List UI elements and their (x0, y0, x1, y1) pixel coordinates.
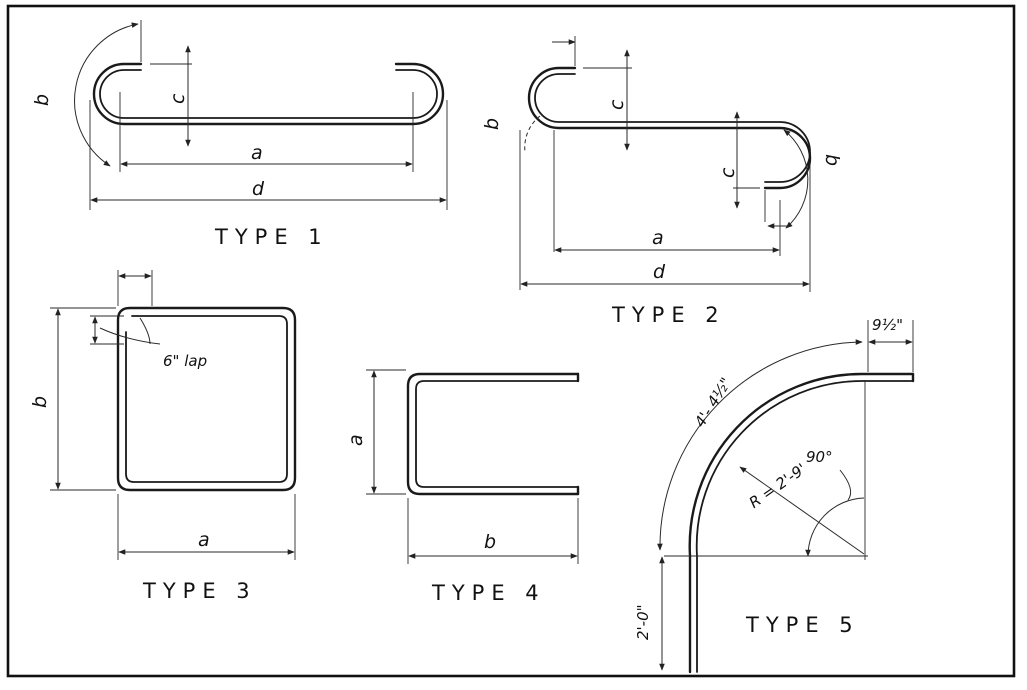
type2-label-c-bottom: c (717, 167, 739, 178)
type3-lap-note: 6" lap (163, 352, 207, 370)
type1-label-b: b (31, 94, 53, 106)
type3-label-a: a (198, 529, 210, 551)
type2-label-d: d (653, 261, 666, 283)
type5-arc-length: 4'- 4½" (691, 374, 735, 430)
type3-label-b: b (29, 396, 51, 408)
type4-bar (406, 372, 580, 496)
type5-angle: 90° (806, 448, 833, 466)
type2-label-a: a (652, 227, 664, 249)
drawing-frame (6, 4, 1016, 678)
type1-label-a: a (251, 142, 263, 164)
type1-label-d: d (252, 178, 265, 200)
type3-diagram: 6" lap b a TYPE 3 (29, 270, 297, 603)
type5-end-length: 9½" (872, 316, 903, 334)
type3-title: TYPE 3 (142, 579, 257, 603)
type2-label-c-top: c (606, 99, 628, 110)
type5-diagram: 9½" 4'- 4½" 90° R = 2'-9' 2'-0" TYPE 5 (634, 316, 915, 674)
type1-title: TYPE 1 (214, 225, 329, 249)
type2-label-b-left: b (481, 118, 503, 130)
type4-title: TYPE 4 (431, 581, 546, 605)
type4-label-a: a (345, 434, 367, 446)
type2-diagram: b c c b a d TYPE 2 (481, 36, 843, 327)
type1-diagram: b c a d TYPE 1 (31, 20, 448, 249)
type2-title: TYPE 2 (611, 303, 726, 327)
type1-bar (92, 62, 445, 126)
type5-arc-dim (657, 339, 863, 551)
type5-leg: 2'-0" (634, 604, 652, 640)
type2-label-b-right: b (821, 154, 843, 166)
type5-radius: R = 2'-9' (746, 460, 810, 512)
type4-diagram: a b TYPE 4 (345, 369, 580, 605)
type4-label-b: b (484, 531, 496, 553)
type2-bar (527, 66, 812, 190)
type3-bar-outer (116, 306, 297, 492)
type5-title: TYPE 5 (745, 613, 860, 637)
type1-label-c: c (167, 93, 189, 104)
